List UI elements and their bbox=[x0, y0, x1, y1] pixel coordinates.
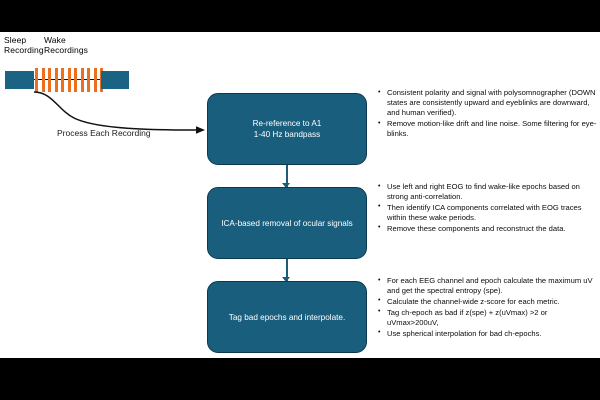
trailing-recording-block bbox=[101, 71, 129, 89]
bullet-item: Calculate the channel-wide z-score for e… bbox=[378, 296, 597, 307]
wake-recording-bar bbox=[48, 68, 51, 92]
wake-recording-bar bbox=[93, 68, 97, 92]
bullet-item: Remove motion-like drift and line noise.… bbox=[378, 119, 597, 139]
step-3-bullet-list: For each EEG channel and epoch calculate… bbox=[378, 275, 597, 339]
wake-recording-bar bbox=[41, 68, 45, 92]
step-box-tag-bad-epochs[interactable]: Tag bad epochs and interpolate. bbox=[207, 281, 367, 353]
connector-2 bbox=[286, 259, 288, 281]
wake-recording-bar bbox=[87, 68, 90, 92]
wake-recording-bar bbox=[61, 68, 64, 92]
process-each-recording-label: Process Each Recording bbox=[57, 128, 151, 138]
bullet-item: Use left and right EOG to find wake-like… bbox=[378, 181, 597, 202]
wake-recording-bar bbox=[80, 68, 84, 92]
connector-1-arrowhead-icon bbox=[282, 183, 290, 188]
process-each-recording-arrow bbox=[33, 91, 205, 134]
bullet-item: Use spherical interpolation for bad ch-e… bbox=[378, 328, 597, 339]
step-1-bullet-list: Consistent polarity and signal with poly… bbox=[378, 88, 597, 140]
figure-canvas: Sleep Recording Wake Recordings Process … bbox=[0, 32, 600, 358]
bullet-item: Then identify ICA components correlated … bbox=[378, 202, 597, 223]
bullet-item: Remove these components and reconstruct … bbox=[378, 223, 597, 234]
step-box-rereference[interactable]: Re-reference to A1 1-40 Hz bandpass bbox=[207, 93, 367, 165]
connector-1 bbox=[286, 165, 288, 187]
bullet-item: For each EEG channel and epoch calculate… bbox=[378, 275, 597, 296]
step-2-bullet-list: Use left and right EOG to find wake-like… bbox=[378, 181, 597, 235]
bullet-item: Tag ch-epoch as bad if z(spe) + z(uVmax)… bbox=[378, 307, 597, 328]
sleep-recording-label: Sleep Recording bbox=[4, 35, 44, 55]
bullet-item: Consistent polarity and signal with poly… bbox=[378, 88, 597, 119]
wake-recordings-label: Wake Recordings bbox=[44, 35, 88, 55]
wake-recording-bar bbox=[67, 68, 71, 92]
step-box-ica-ocular-removal[interactable]: ICA-based removal of ocular signals bbox=[207, 187, 367, 259]
connector-2-arrowhead-icon bbox=[282, 277, 290, 282]
wake-recording-bar bbox=[74, 68, 77, 92]
sleep-recording-block bbox=[5, 71, 34, 89]
wake-recording-bar bbox=[35, 68, 38, 92]
wake-recording-bar bbox=[54, 68, 58, 92]
